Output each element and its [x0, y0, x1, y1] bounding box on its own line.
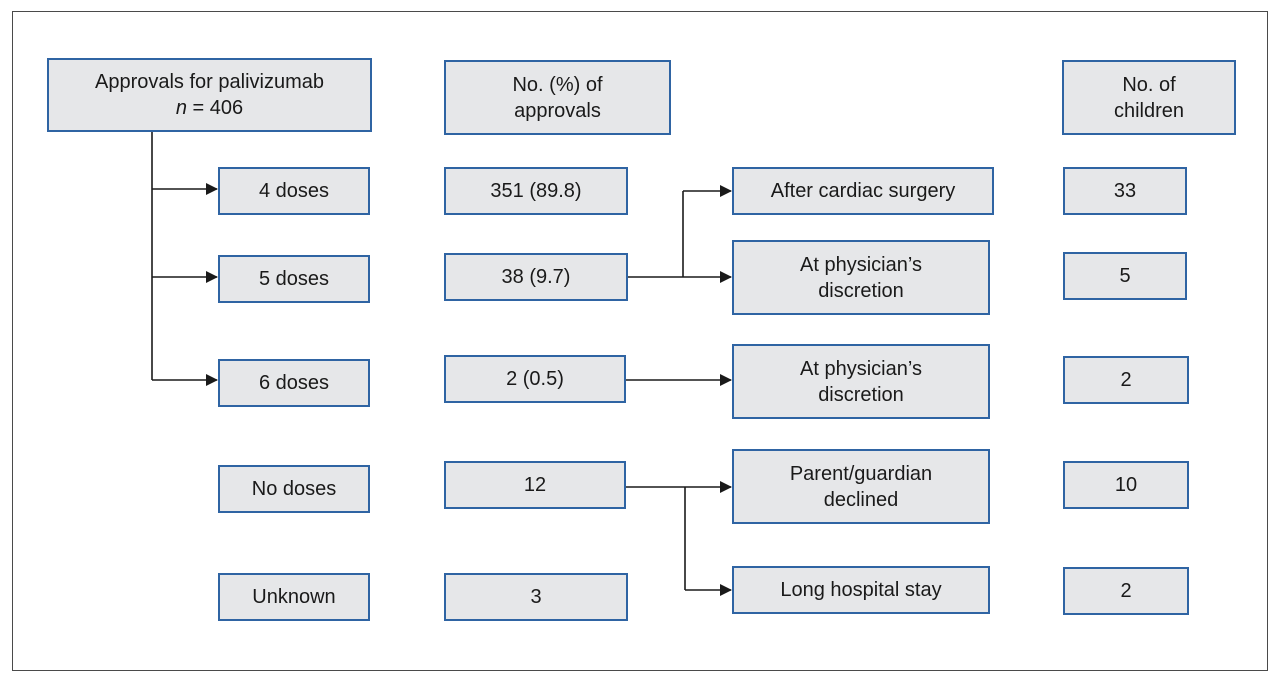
- reason-physician-discretion-6-doses: At physician’s discretion: [732, 344, 990, 419]
- children-count-parent-declined: 10: [1063, 461, 1189, 509]
- dose-box-6-doses: 6 doses: [218, 359, 370, 407]
- dose-box-4-doses: 4 doses: [218, 167, 370, 215]
- approval-count-4-doses: 351 (89.8): [444, 167, 628, 215]
- reason-parent-declined: Parent/guardian declined: [732, 449, 990, 524]
- approval-count-5-doses: 38 (9.7): [444, 253, 628, 301]
- dose-box-5-doses: 5 doses: [218, 255, 370, 303]
- reason-physician-discretion-5-doses: At physician’s discretion: [732, 240, 990, 315]
- approval-count-no-doses: 12: [444, 461, 626, 509]
- n-value: = 406: [192, 97, 244, 119]
- approval-count-6-doses: 2 (0.5): [444, 355, 626, 403]
- root-count: n = 406: [176, 95, 243, 121]
- children-count-hospital-stay: 2: [1063, 567, 1189, 615]
- dose-box-no-doses: No doses: [218, 465, 370, 513]
- children-header-line2: children: [1113, 99, 1185, 122]
- approvals-header-line1: No. (%) of: [512, 73, 603, 96]
- approvals-header-box: No. (%) of approvals: [444, 60, 671, 135]
- reason-after-cardiac-surgery: After cardiac surgery: [732, 167, 994, 215]
- reason-long-hospital-stay: Long hospital stay: [732, 566, 990, 614]
- root-approvals-box: Approvals for palivizumab n = 406: [47, 58, 372, 132]
- children-count-cardiac-surgery: 33: [1063, 167, 1187, 215]
- approvals-header-line2: approvals: [514, 99, 601, 122]
- children-count-physician-5: 5: [1063, 252, 1187, 300]
- approval-count-unknown: 3: [444, 573, 628, 621]
- children-header-line1: No. of: [1122, 73, 1176, 96]
- dose-box-unknown: Unknown: [218, 573, 370, 621]
- children-header-box: No. of children: [1062, 60, 1236, 135]
- root-title: Approvals for palivizumab: [95, 71, 324, 93]
- children-count-physician-6: 2: [1063, 356, 1189, 404]
- n-label: n: [175, 97, 187, 119]
